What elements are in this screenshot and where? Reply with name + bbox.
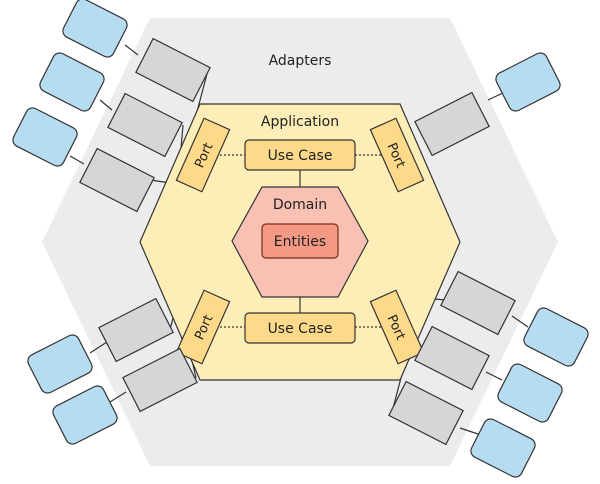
adapter-box bbox=[107, 92, 183, 158]
entities-box bbox=[261, 223, 339, 259]
use-case-bottom-label: Use Case bbox=[268, 321, 333, 337]
port-bottom-right: Port bbox=[369, 289, 425, 365]
adapter-box bbox=[79, 147, 155, 213]
entities-label: Entities bbox=[274, 234, 326, 250]
adapter-box bbox=[440, 270, 516, 336]
external-box bbox=[12, 107, 78, 167]
use-case-bottom-box bbox=[244, 312, 356, 344]
adapters-label: Adapters bbox=[269, 53, 332, 69]
port-top-left: Port bbox=[175, 117, 231, 193]
adapter-box bbox=[388, 380, 464, 446]
adapter-boxes bbox=[79, 37, 516, 446]
external-box bbox=[62, 0, 128, 58]
external-box bbox=[470, 418, 536, 478]
adapter-box bbox=[414, 325, 490, 391]
domain-label: Domain bbox=[273, 197, 327, 213]
dotted-lines bbox=[200, 154, 392, 328]
external-box bbox=[52, 385, 118, 445]
port-bottom-left: Port bbox=[175, 289, 231, 365]
adapter-box bbox=[122, 347, 198, 413]
application-label: Application bbox=[261, 114, 339, 130]
external-box bbox=[497, 363, 563, 423]
external-systems bbox=[12, 0, 589, 478]
adapter-box bbox=[135, 37, 211, 103]
adapter-box bbox=[414, 91, 490, 157]
external-box bbox=[523, 307, 589, 367]
use-case-top-box bbox=[244, 139, 356, 171]
use-case-top-label: Use Case bbox=[268, 148, 333, 164]
adapter-box bbox=[98, 297, 174, 363]
port-top-right: Port bbox=[369, 117, 425, 193]
external-box bbox=[495, 52, 561, 112]
external-box bbox=[27, 334, 93, 394]
external-box bbox=[39, 52, 105, 112]
